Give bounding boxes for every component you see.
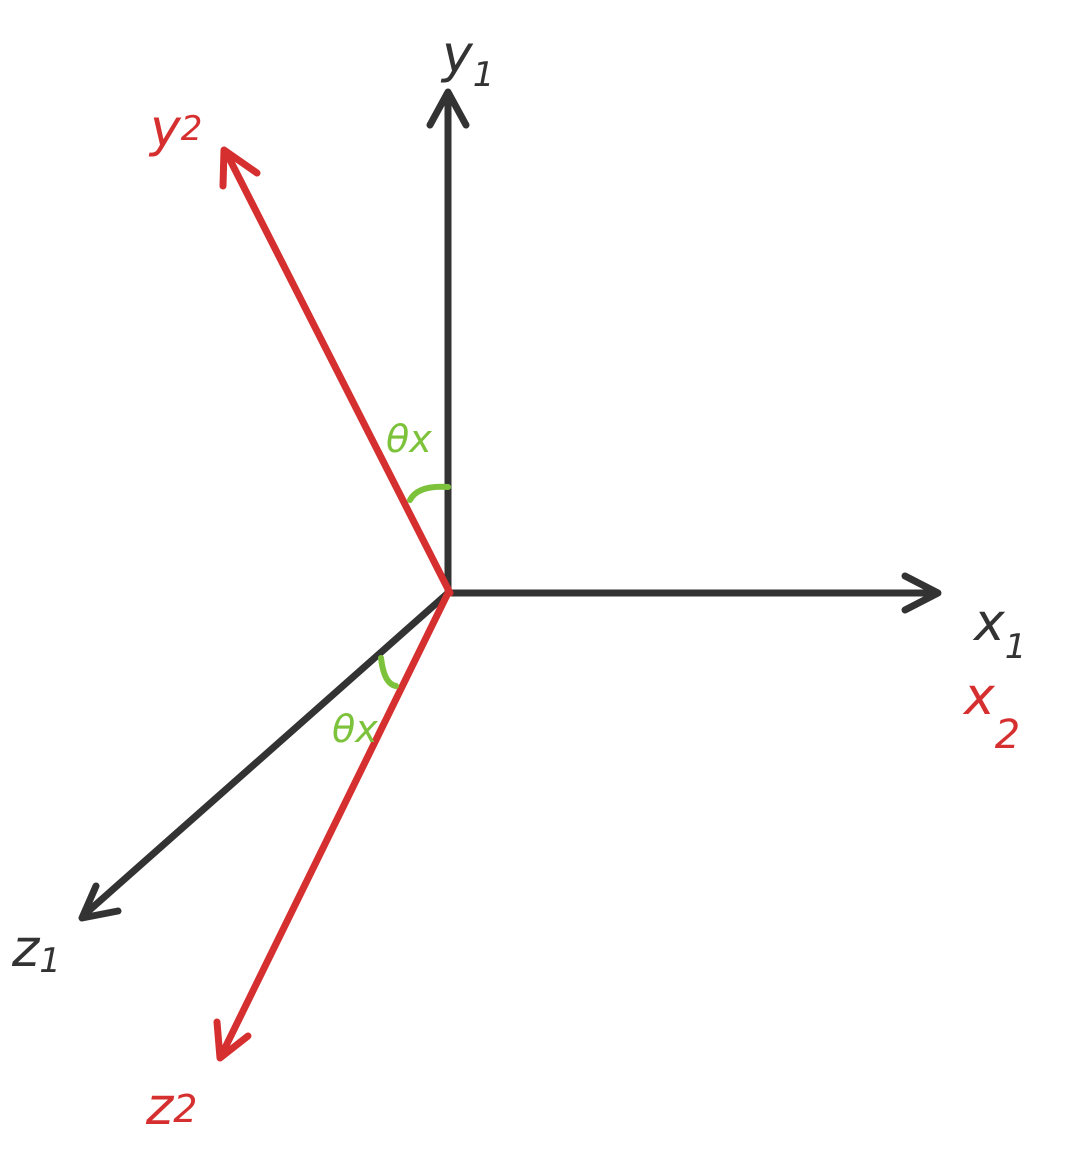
x2-label: x2 <box>962 667 1020 758</box>
lower-angle-arc <box>378 655 399 689</box>
z1-axis <box>78 589 452 922</box>
z2-axis <box>213 589 452 1062</box>
y1-axis <box>426 88 470 594</box>
x2-label-sub: 2 <box>995 712 1020 758</box>
y1-label-main: y <box>440 25 474 85</box>
y2-label-sub: 2 <box>181 109 203 149</box>
x2-label-main: x <box>962 667 996 727</box>
z1-label: z1 <box>11 919 61 981</box>
y2-label-main: y <box>148 99 182 159</box>
z2-label: z2 <box>145 1077 197 1137</box>
upper-angle-arc <box>407 483 451 503</box>
z2-label-main: z <box>145 1077 175 1137</box>
y1-label-sub: 1 <box>473 55 495 95</box>
x1-label: x1 <box>972 593 1026 667</box>
x1-label-sub: 1 <box>1005 627 1027 667</box>
x1-axis <box>444 572 942 614</box>
x1-label-main: x <box>972 593 1006 653</box>
y2-label: y2 <box>148 99 202 159</box>
y1-label: y1 <box>440 25 494 95</box>
upper-angle-label: θx <box>386 417 432 461</box>
z1-label-sub: 1 <box>39 941 61 981</box>
y2-axis <box>219 146 454 597</box>
z1-label-main: z <box>11 919 41 979</box>
z2-label-sub: 2 <box>173 1087 197 1131</box>
lower-angle-label: θx <box>332 707 378 751</box>
